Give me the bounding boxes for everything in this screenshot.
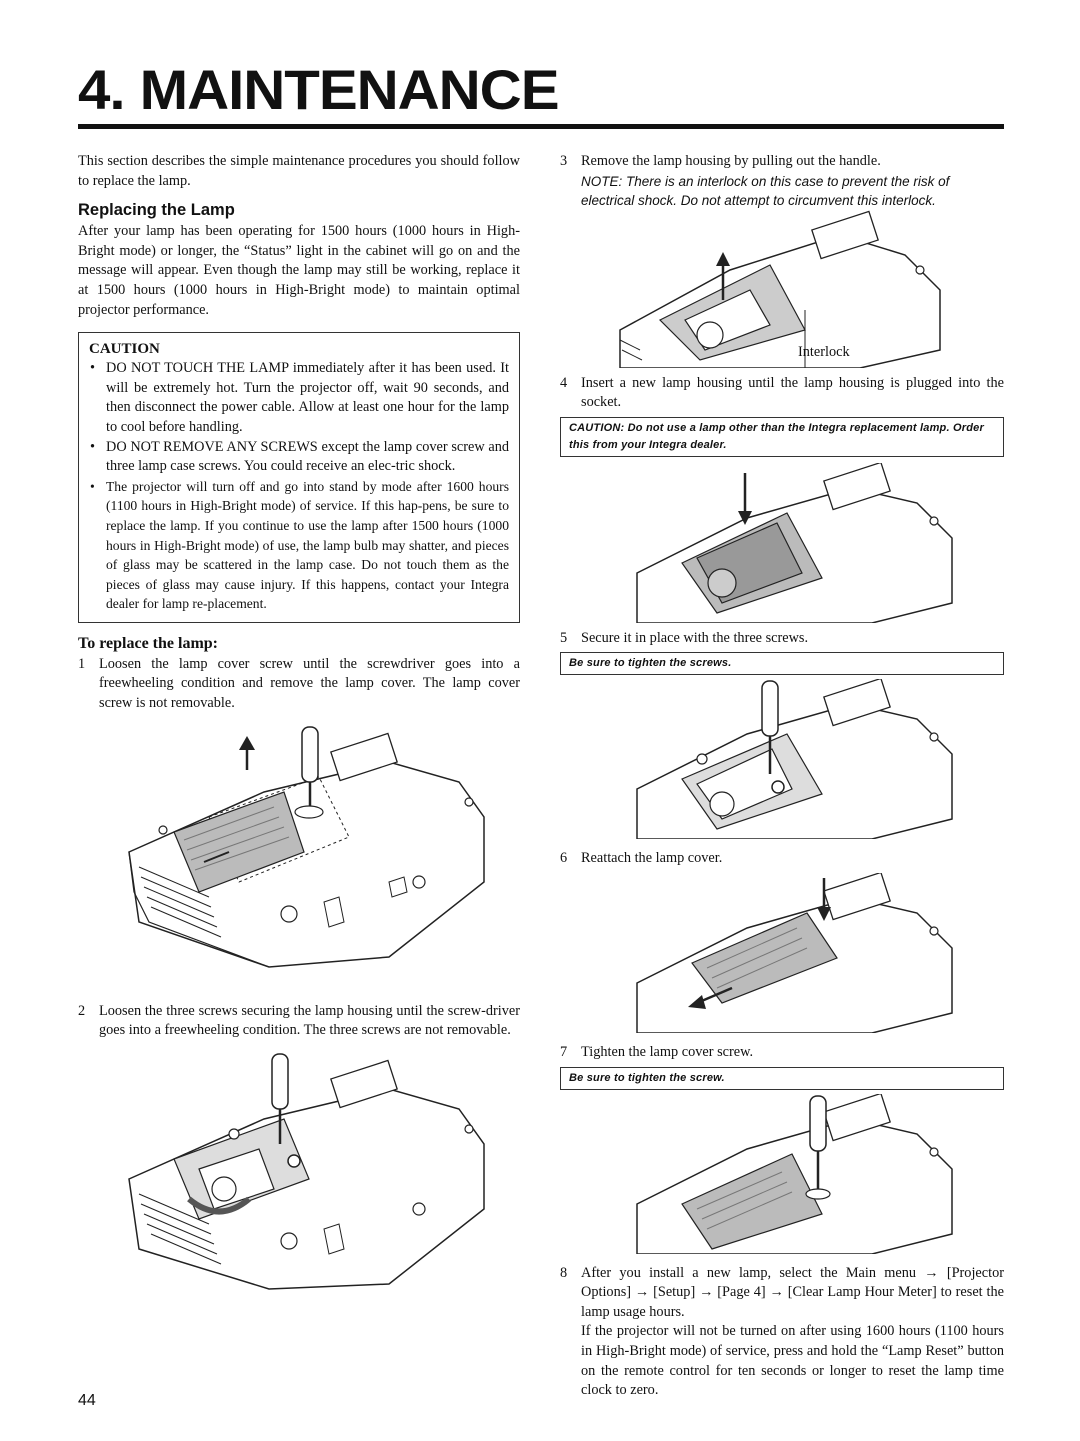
tighten-screws-box: Be sure to tighten the screws. (560, 652, 1004, 676)
illustration-reattach-cover (636, 872, 953, 1033)
step-text: Remove the lamp housing by pulling out t… (581, 153, 881, 169)
illustration-remove-lamp-cover (128, 725, 485, 968)
step-text: Reattach the lamp cover. (581, 850, 723, 867)
step-6: 6 Reattach the lamp cover. (560, 849, 1004, 869)
intro-text: This section describes the simple mainte… (78, 153, 520, 189)
step-number: 1 (78, 655, 86, 672)
step-number: 5 (560, 629, 568, 646)
caution-box: CAUTION DO NOT TOUCH THE LAMP immediatel… (78, 332, 520, 623)
step-5: 5 Secure it in place with the three scre… (560, 629, 1004, 649)
lamp-reset-text: If the projector will not be turned on a… (581, 1323, 1004, 1399)
step-number: 6 (560, 850, 568, 867)
caution-list: DO NOT TOUCH THE LAMP immediately after … (89, 359, 509, 614)
step-number: 4 (560, 374, 568, 391)
illustration-tighten-cover-screw (636, 1093, 953, 1254)
title-rule (78, 124, 1004, 129)
step-text: Loosen the three screws securing the lam… (99, 1002, 520, 1039)
step-number: 3 (560, 153, 568, 169)
step-text: Insert a new lamp housing until the lamp… (581, 374, 1004, 411)
step-text: After you install a new lamp, select the… (581, 1264, 1004, 1320)
step-text: Secure it in place with the three screws… (581, 629, 809, 646)
page-number: 44 (78, 1392, 96, 1409)
tighten-screw-box: Be sure to tighten the screw. (560, 1066, 1004, 1090)
replacing-text: After your lamp has been operating for 1… (78, 223, 520, 318)
step-2: 2 Loosen the three screws securing the l… (78, 1002, 520, 1041)
interlock-note: NOTE: There is an interlock on this case… (581, 173, 950, 208)
step-number: 2 (78, 1002, 86, 1019)
caution-item: DO NOT TOUCH THE LAMP immediately after … (89, 359, 509, 437)
caution-item: DO NOT REMOVE ANY SCREWS except the lamp… (89, 438, 509, 477)
illustration-remove-housing (619, 210, 941, 370)
step-3: 3 Remove the lamp housing by pulling out… (560, 152, 1004, 172)
step-text: Tighten the lamp cover screw. (581, 1043, 754, 1060)
illustration-loosen-screws (128, 1053, 485, 1290)
interlock-label: Interlock (798, 343, 850, 360)
step-text: Loosen the lamp cover screw until the sc… (99, 655, 520, 712)
step-8: 8 After you install a new lamp, select t… (560, 1264, 1004, 1323)
illustration-remove-housing-wrap: Interlock (560, 210, 1004, 370)
step-number: 8 (560, 1264, 568, 1281)
replacing-heading: Replacing the Lamp (78, 201, 235, 220)
right-column: 3 Remove the lamp housing by pulling out… (560, 152, 1004, 1401)
illustration-insert-housing (636, 462, 953, 623)
step-7: 7 Tighten the lamp cover screw. (560, 1043, 1004, 1063)
step-1: 1 Loosen the lamp cover screw until the … (78, 655, 520, 714)
caution-item: The projector will turn off and go into … (89, 477, 509, 614)
step-number: 7 (560, 1043, 568, 1060)
to-replace-heading: To replace the lamp: (78, 634, 218, 652)
page-title: 4. MAINTENANCE (78, 58, 560, 121)
caution-heading: CAUTION (89, 341, 160, 358)
lamp-caution-box: CAUTION: Do not use a lamp other than th… (560, 416, 1004, 457)
left-column: This section describes the simple mainte… (78, 152, 520, 1294)
step-4: 4 Insert a new lamp housing until the la… (560, 374, 1004, 413)
illustration-secure-screws (636, 679, 953, 840)
